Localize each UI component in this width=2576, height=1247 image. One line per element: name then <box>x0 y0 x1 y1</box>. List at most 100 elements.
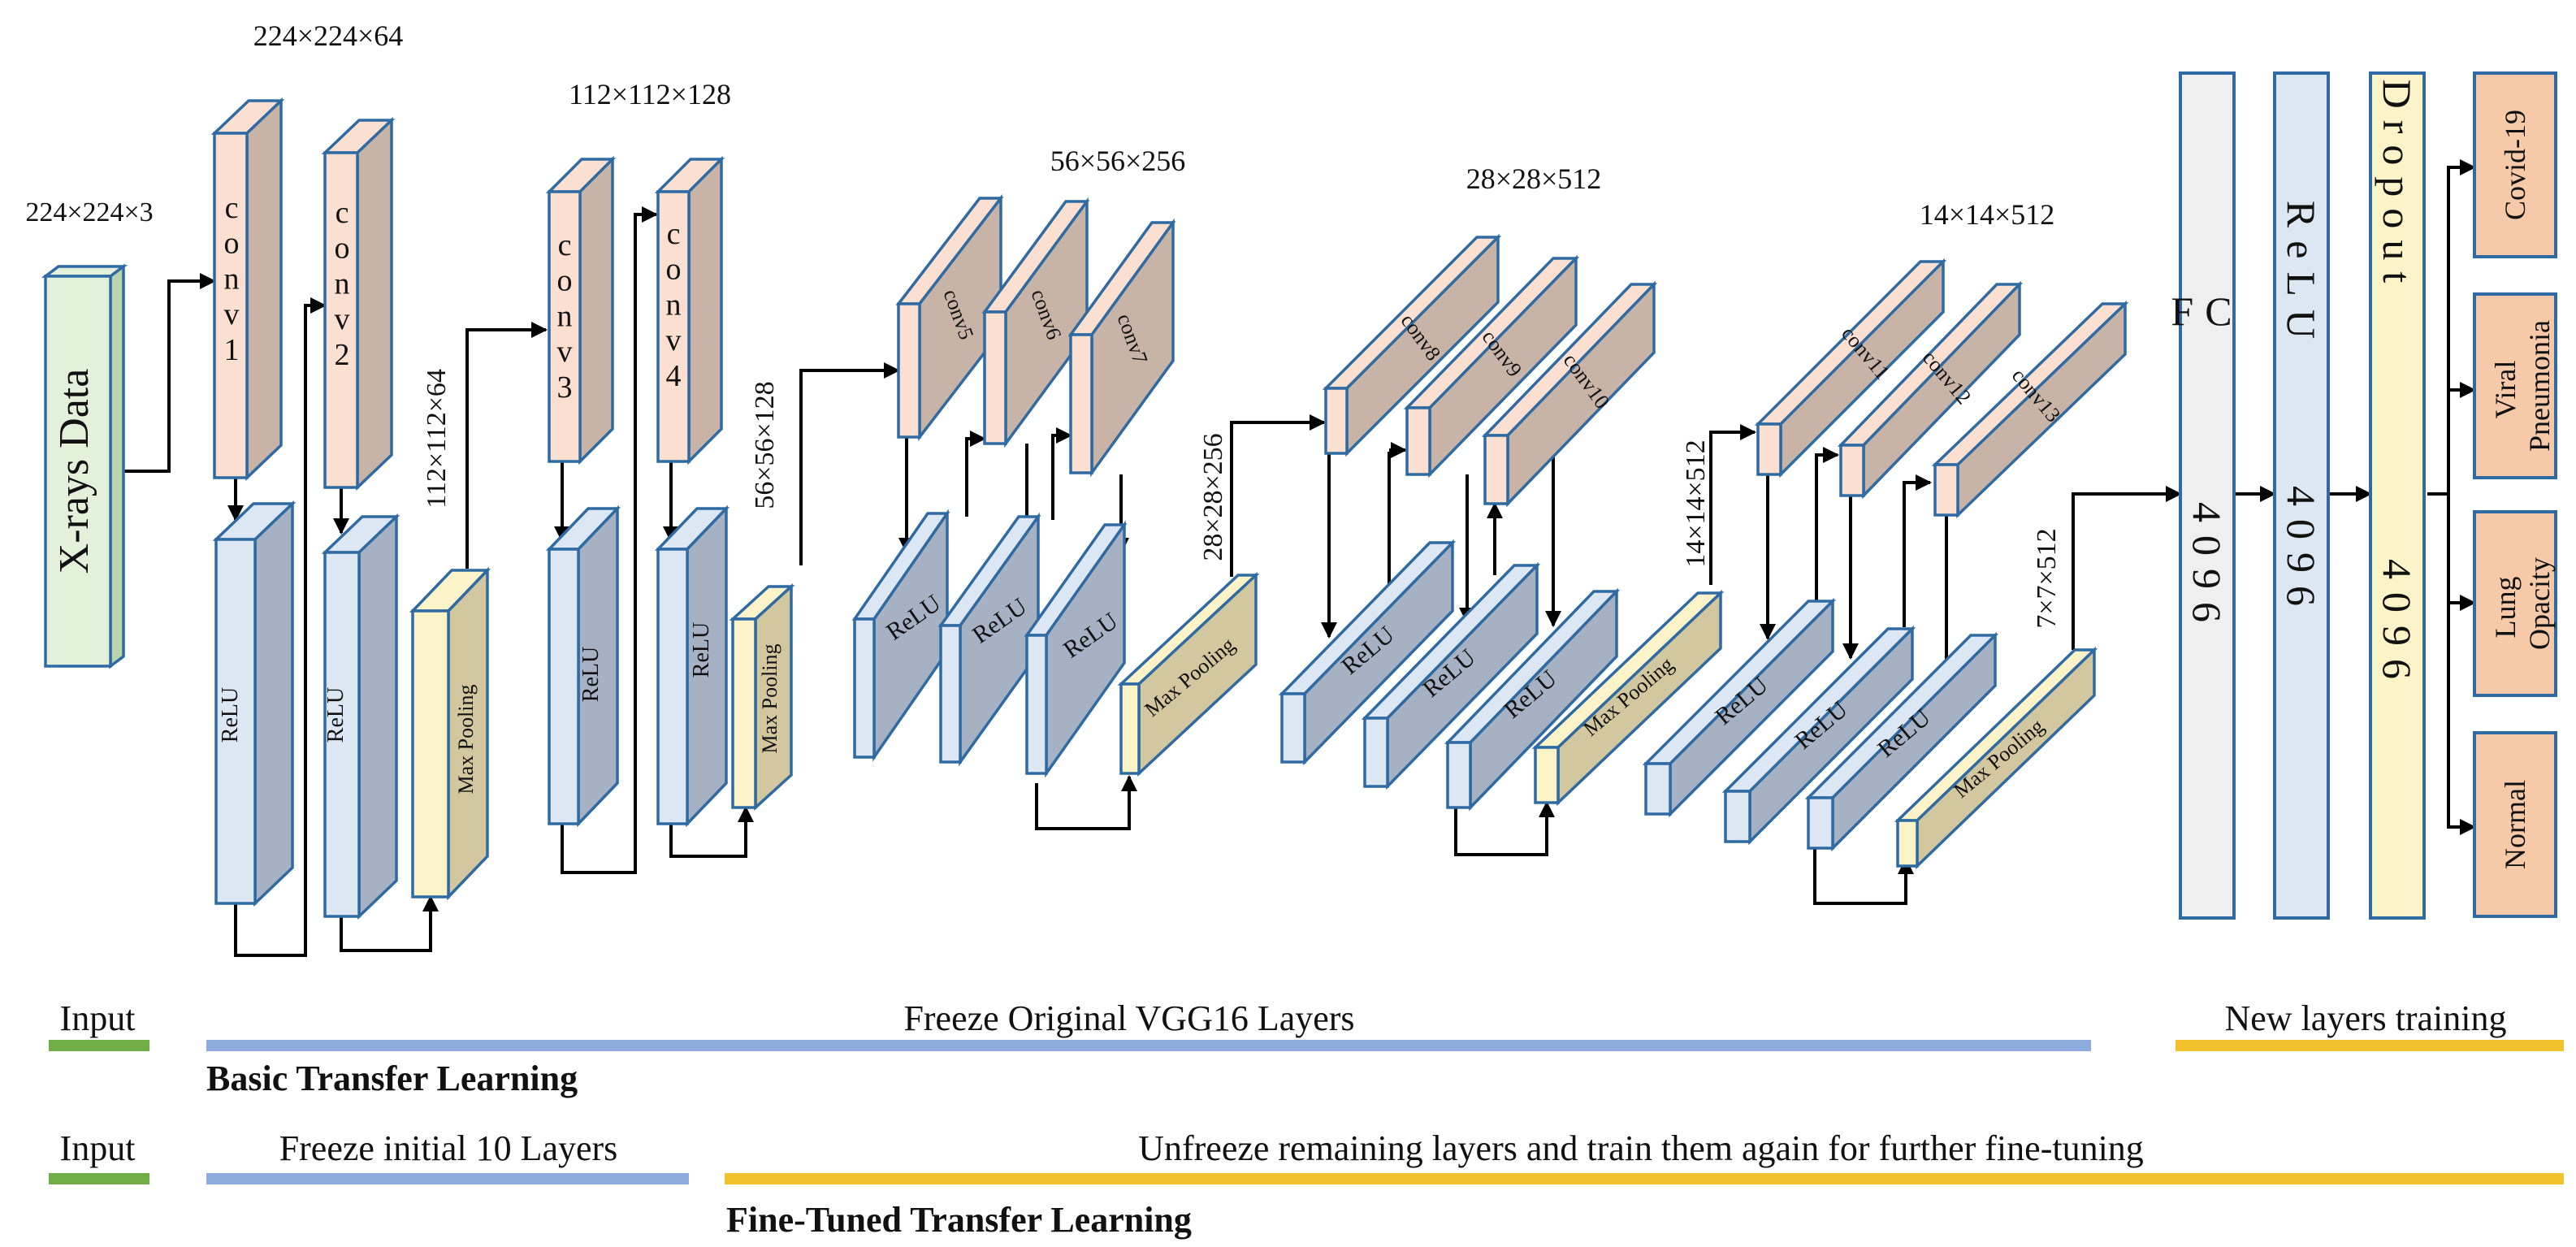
relu5-block-front <box>853 617 876 759</box>
pool4-block <box>1531 589 1725 807</box>
conv7-block <box>1067 218 1176 478</box>
relu3-block-front <box>548 548 580 825</box>
pool3-dim-label: 28×28×256 <box>1198 433 1228 561</box>
input-block-side <box>109 263 125 669</box>
conv8-block-front <box>1324 387 1349 455</box>
relu4-label: ReLU <box>689 622 714 678</box>
relu8-block <box>1278 539 1457 766</box>
conv2-block-front <box>323 151 359 489</box>
row2-input-bar <box>49 1173 149 1184</box>
row1-input-label: Input <box>60 998 136 1038</box>
relu4-block-front <box>656 548 689 825</box>
conv3-block-side <box>578 155 614 465</box>
row1-new-label: New layers training <box>2225 998 2507 1038</box>
row2-input-label: Input <box>60 1128 136 1168</box>
dropout-layer <box>2369 71 2426 920</box>
relu9-block-front <box>1363 717 1389 788</box>
dropout-label: Dropout <box>2375 80 2420 295</box>
conv6-block-front <box>983 310 1007 445</box>
input-block-front <box>44 275 112 668</box>
conv6-block <box>981 197 1090 448</box>
output-normal-label: Normal <box>2499 780 2531 869</box>
pool3-block <box>1117 571 1260 777</box>
relu1-block-front <box>214 538 257 905</box>
row2-freeze-bar <box>206 1173 689 1184</box>
relu1-block-side <box>253 500 294 907</box>
relu4-block <box>654 504 730 828</box>
row2-unfreeze-bar <box>725 1173 2564 1184</box>
output-lung-line1: Lung <box>2489 577 2522 639</box>
conv2-block-side <box>356 116 393 491</box>
output-lung-line2: Opacity <box>2523 557 2556 650</box>
dropout-units: 4096 <box>2375 559 2420 692</box>
relu2-label: ReLU <box>323 687 349 743</box>
relu-dense-units: 4096 <box>2279 486 2324 619</box>
stage2-dim-label: 112×112×128 <box>569 78 731 110</box>
relu13-block-front <box>1807 796 1834 850</box>
relu3-block <box>545 504 621 828</box>
relu2-block-side <box>357 513 398 920</box>
row2-title: Fine-Tuned Transfer Learning <box>726 1200 1192 1240</box>
conv12-block <box>1837 280 2024 500</box>
pool5-block <box>1894 646 2098 870</box>
input-label: X-rays Data <box>51 369 97 574</box>
output-lung-box <box>2473 510 2557 697</box>
pool4-dim-label: 14×14×512 <box>1681 439 1711 567</box>
output-viral-label: Viral Pneumonia <box>2489 320 2556 452</box>
output-viral-line1: Viral <box>2489 361 2522 419</box>
row1-freeze-label: Freeze Original VGG16 Layers <box>903 998 1354 1038</box>
pool2-dim-label: 56×56×128 <box>750 381 780 509</box>
conv13-block <box>1931 300 2129 519</box>
conv8-block <box>1322 233 1502 457</box>
relu-dense-layer <box>2273 71 2330 920</box>
pool2-label: Max Pooling <box>758 643 781 753</box>
pool1-block <box>409 566 491 901</box>
relu6-block-front <box>939 624 962 764</box>
relu13-block <box>1804 631 1999 852</box>
output-covid-label: Covid-19 <box>2499 110 2531 220</box>
stage3-dim-label: 56×56×256 <box>1050 145 1186 177</box>
relu7-block <box>1024 520 1128 778</box>
legend: Input Freeze Original VGG16 Layers New l… <box>49 998 2564 1240</box>
relu12-block-front <box>1724 790 1751 843</box>
conv13-block-front <box>1933 463 1959 517</box>
relu10-block <box>1444 587 1621 812</box>
relu1-label: ReLU <box>218 687 243 743</box>
conv1-block <box>210 97 285 482</box>
conv10-block-front <box>1483 434 1509 505</box>
relu10-block-front <box>1446 741 1472 809</box>
relu9-block <box>1361 561 1541 790</box>
pool4-block-front <box>1534 746 1560 804</box>
input-dim-label: 224×224×3 <box>25 197 153 227</box>
relu11-block-front <box>1644 762 1672 816</box>
relu2-block <box>321 513 400 920</box>
relu3-label: ReLU <box>578 647 604 702</box>
output-viral-box <box>2473 292 2557 479</box>
conv4-block-side <box>687 155 723 465</box>
pool1-label: Max Pooling <box>454 684 478 794</box>
row2-unfreeze-label: Unfreeze remaining layers and train them… <box>1138 1128 2144 1168</box>
row1-freeze-bar <box>206 1040 2091 1051</box>
pool2-block-front <box>731 617 757 809</box>
row1-new-bar <box>2176 1040 2564 1051</box>
conv11-block-front <box>1756 422 1782 476</box>
relu5-block <box>851 509 950 762</box>
input-block <box>41 263 128 669</box>
pool1-block-front <box>411 609 450 898</box>
stage1-dim-label: 224×224×64 <box>253 19 404 52</box>
conv4-block-front <box>656 190 691 463</box>
fc-units: 4096 <box>2184 502 2230 635</box>
conv3-block-front <box>548 190 582 463</box>
output-viral-line2: Pneumonia <box>2523 320 2556 452</box>
conv11-block <box>1754 258 1947 478</box>
conv7-block-front <box>1069 333 1093 474</box>
output-lung-label: Lung Opacity <box>2489 557 2556 650</box>
fc-layer <box>2179 71 2236 920</box>
output-covid-box <box>2473 71 2557 258</box>
conv9-block-front <box>1405 406 1431 476</box>
conv12-block-front <box>1839 444 1865 497</box>
conv2-block <box>321 116 396 491</box>
